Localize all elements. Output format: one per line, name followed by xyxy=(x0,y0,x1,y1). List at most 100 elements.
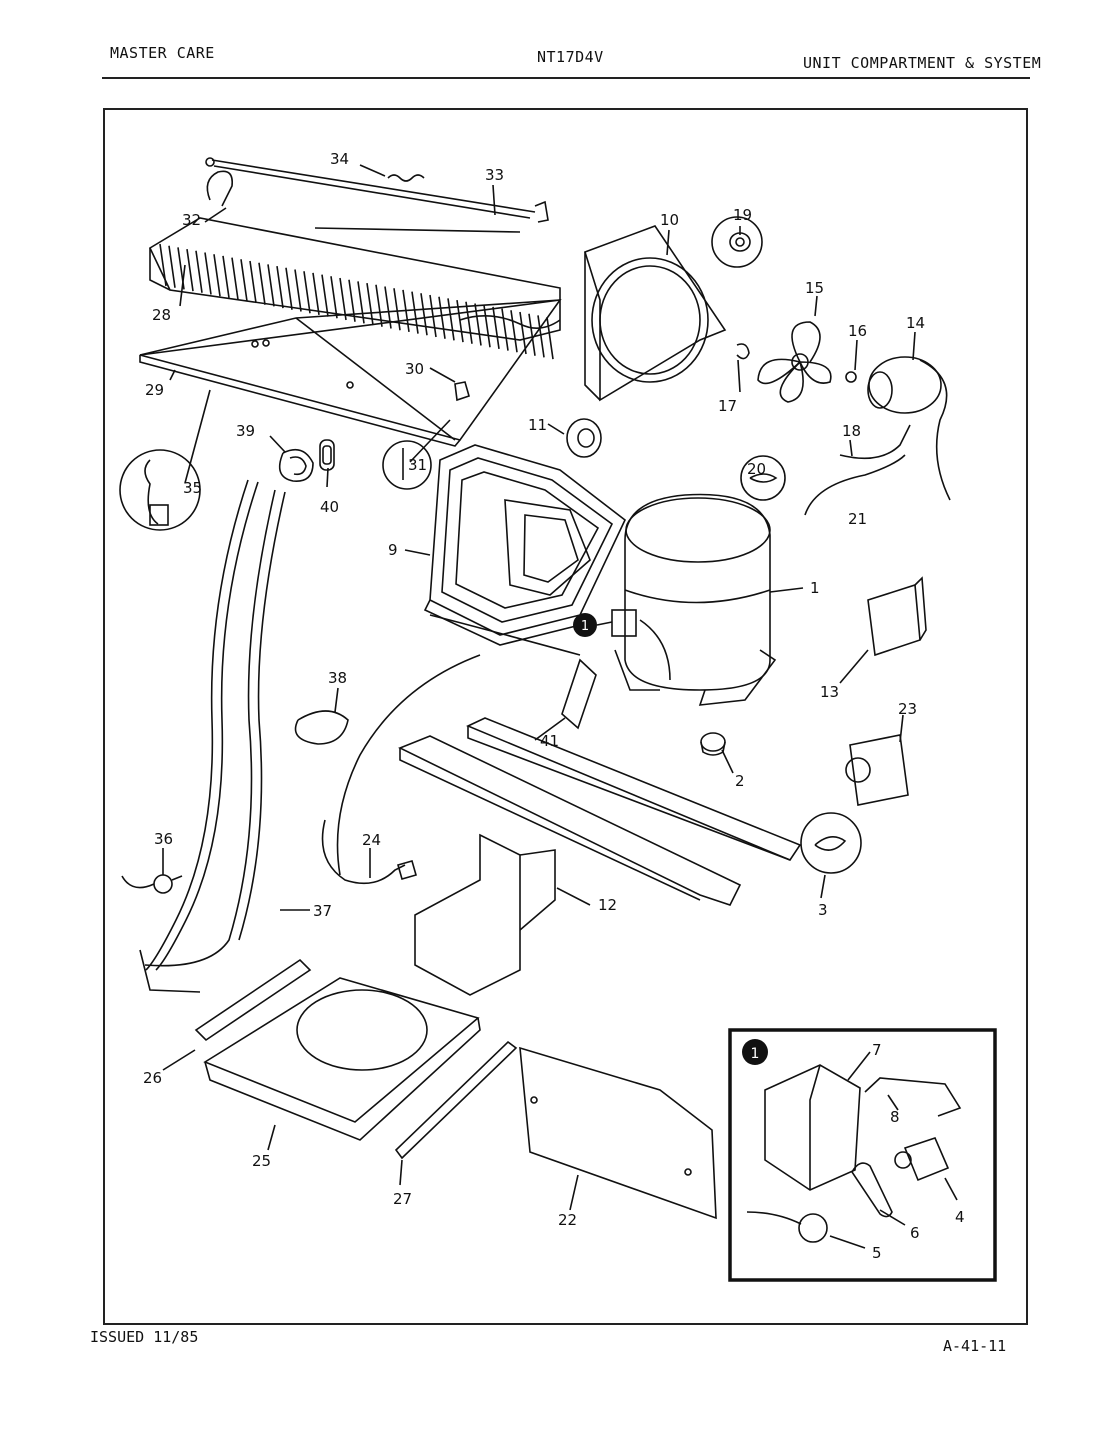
callout-36: 36 xyxy=(154,830,173,848)
callout-13: 13 xyxy=(820,683,839,701)
callout-14: 14 xyxy=(906,314,925,332)
callout-33: 33 xyxy=(485,166,504,184)
evaporator-fin xyxy=(231,257,239,300)
evaporator-fin xyxy=(312,272,320,316)
defrost-timer xyxy=(845,734,909,806)
fan-retainer-clip xyxy=(736,343,750,360)
condenser-fan-motor xyxy=(867,356,951,501)
evaporator-fin xyxy=(213,254,221,297)
evaporator-fin xyxy=(510,310,518,353)
evaporator-fin xyxy=(519,311,527,355)
evaporator-fin xyxy=(366,282,374,326)
inset-reference-marker: 1 xyxy=(573,613,613,637)
evaporator-fin xyxy=(249,260,257,304)
callout-22: 22 xyxy=(558,1211,577,1229)
callout-27: 27 xyxy=(393,1190,412,1208)
callout-2: 2 xyxy=(735,772,745,790)
callout-38: 38 xyxy=(328,669,347,687)
condenser-fan-blade xyxy=(757,321,832,403)
condenser-fan-shroud xyxy=(584,225,727,402)
callout-32: 32 xyxy=(182,211,201,229)
mounting-clip-inset-3 xyxy=(800,812,862,874)
evaporator-fin xyxy=(294,269,302,312)
callout-29: 29 xyxy=(145,381,164,399)
callout-1: 1 xyxy=(810,579,820,597)
overload-protector xyxy=(894,1137,950,1182)
diagram-frame xyxy=(103,108,1028,1325)
drain-plug-40 xyxy=(319,439,335,471)
relay-cover xyxy=(867,576,927,657)
evaporator-fin xyxy=(339,277,347,321)
callout-23: 23 xyxy=(898,700,917,718)
callout-5: 5 xyxy=(872,1244,882,1262)
callout-12: 12 xyxy=(598,896,617,914)
compressor-grommet-11 xyxy=(566,418,602,458)
drain-grommet-39 xyxy=(278,448,314,482)
evaporator-fin xyxy=(411,291,419,334)
evaporator-fin xyxy=(240,259,248,302)
callout-28: 28 xyxy=(152,306,171,324)
callout-25: 25 xyxy=(252,1152,271,1170)
evaporator-fin xyxy=(303,271,311,314)
heater-clip xyxy=(206,170,234,207)
evaporator-fin xyxy=(465,301,473,344)
power-cord xyxy=(321,654,481,885)
evaporator-fin xyxy=(195,250,203,293)
drain-pan xyxy=(203,977,481,1141)
spring-clip xyxy=(851,1162,893,1218)
header-brand: MASTER CARE xyxy=(110,44,215,62)
drain-pan-rail xyxy=(194,958,312,1042)
evaporator-fin xyxy=(483,305,491,348)
capacitor xyxy=(746,1211,828,1243)
callout-17: 17 xyxy=(718,397,737,415)
evaporator-fin xyxy=(204,252,212,295)
header-model-number: NT17D4V xyxy=(537,48,604,66)
footer-page-code: A-41-11 xyxy=(943,1337,1007,1355)
evaporator-fin xyxy=(546,316,554,360)
svg-text:1: 1 xyxy=(581,619,589,634)
callout-4: 4 xyxy=(955,1208,965,1226)
callout-3: 3 xyxy=(818,901,828,919)
callout-24: 24 xyxy=(362,831,381,849)
evaporator-coil xyxy=(148,217,561,360)
condenser-coil xyxy=(423,444,626,656)
callout-31: 31 xyxy=(408,456,427,474)
filter-drier xyxy=(561,658,597,730)
wire-34 xyxy=(387,174,425,182)
drain-tube xyxy=(139,479,286,993)
grommet-inset-19 xyxy=(711,216,763,268)
callout-16: 16 xyxy=(848,322,867,340)
motor-lead-21 xyxy=(804,454,906,516)
evaporator-fin xyxy=(393,288,401,331)
screw-inset-31 xyxy=(382,440,432,490)
evaporator-fin xyxy=(168,245,176,288)
callout-21: 21 xyxy=(848,510,867,528)
fan-washer xyxy=(845,371,857,383)
evaporator-fin xyxy=(375,284,383,327)
callout-41: 41 xyxy=(540,732,559,750)
compressor xyxy=(611,493,777,706)
callout-7: 7 xyxy=(872,1041,882,1059)
svg-text:1: 1 xyxy=(751,1046,760,1062)
bracket-30 xyxy=(454,381,470,402)
evaporator-fin xyxy=(501,308,509,351)
base-frame xyxy=(398,717,802,996)
evaporator-fin xyxy=(420,293,428,336)
callout-11: 11 xyxy=(528,416,547,434)
header-rule xyxy=(102,77,1030,79)
evaporator-cover-panel xyxy=(139,299,562,447)
drain-clip-inset-35 xyxy=(119,449,201,531)
evaporator-fin xyxy=(330,276,338,319)
callout-9: 9 xyxy=(388,541,398,559)
evaporator-fin xyxy=(258,262,266,305)
relay-housing xyxy=(764,1064,861,1191)
callout-18: 18 xyxy=(842,422,861,440)
callout-39: 39 xyxy=(236,422,255,440)
callout-8: 8 xyxy=(890,1108,900,1126)
leader-lines xyxy=(162,164,958,1249)
relay-clip xyxy=(864,1077,962,1117)
evaporator-fin xyxy=(528,313,536,356)
fan-motor-harness xyxy=(839,424,911,460)
callout-26: 26 xyxy=(143,1069,162,1087)
callout-30: 30 xyxy=(405,360,424,378)
